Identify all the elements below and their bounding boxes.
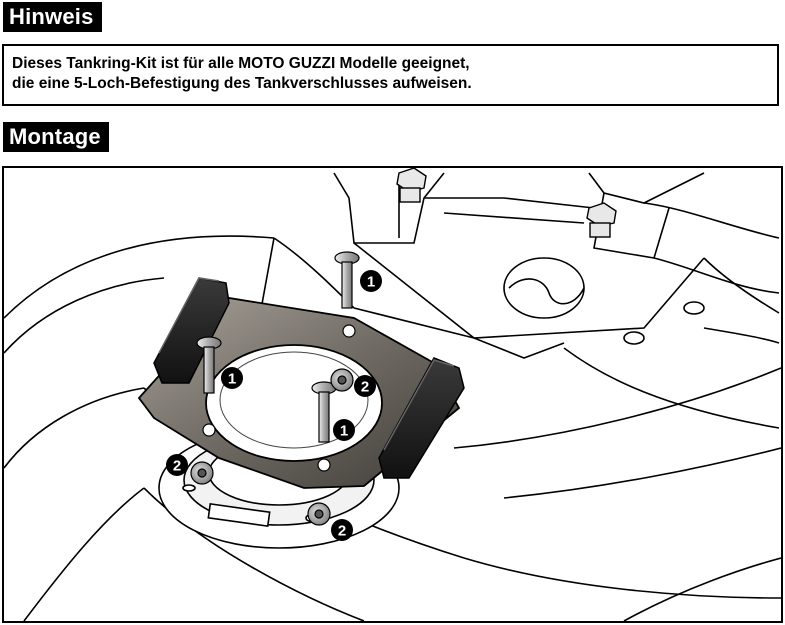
screw-left: [196, 336, 222, 394]
callout-2-left: 2: [166, 454, 188, 476]
nuts: [190, 368, 354, 526]
svg-text:2: 2: [173, 458, 181, 475]
screws: [196, 251, 360, 443]
callout-1-left: 1: [221, 367, 243, 389]
svg-text:2: 2: [361, 379, 369, 396]
rubber-pads: [153, 277, 465, 479]
assembly-drawing: 1 1 1 2 2 2: [4, 168, 781, 621]
screw-center: [311, 381, 337, 443]
svg-text:2: 2: [338, 523, 346, 540]
callout-2-right: 2: [354, 375, 376, 397]
callout-2-bottom: 2: [331, 519, 353, 541]
screw-top: [334, 251, 360, 309]
montage-heading: Montage: [3, 122, 109, 152]
assembly-illustration: 1 1 1 2 2 2: [2, 166, 783, 623]
hinweis-heading: Hinweis: [3, 2, 102, 32]
svg-text:1: 1: [228, 371, 236, 388]
svg-text:1: 1: [367, 274, 375, 291]
callout-1-top: 1: [360, 270, 382, 292]
frame-bolts: [396, 168, 617, 238]
svg-text:1: 1: [340, 423, 348, 440]
note-line-2: die eine 5-Loch-Befestigung des Tankvers…: [12, 75, 472, 92]
hinweis-note-box: Dieses Tankring-Kit ist für alle MOTO GU…: [2, 44, 779, 106]
note-line-1: Dieses Tankring-Kit ist für alle MOTO GU…: [12, 55, 470, 72]
callout-1-center: 1: [333, 419, 355, 441]
